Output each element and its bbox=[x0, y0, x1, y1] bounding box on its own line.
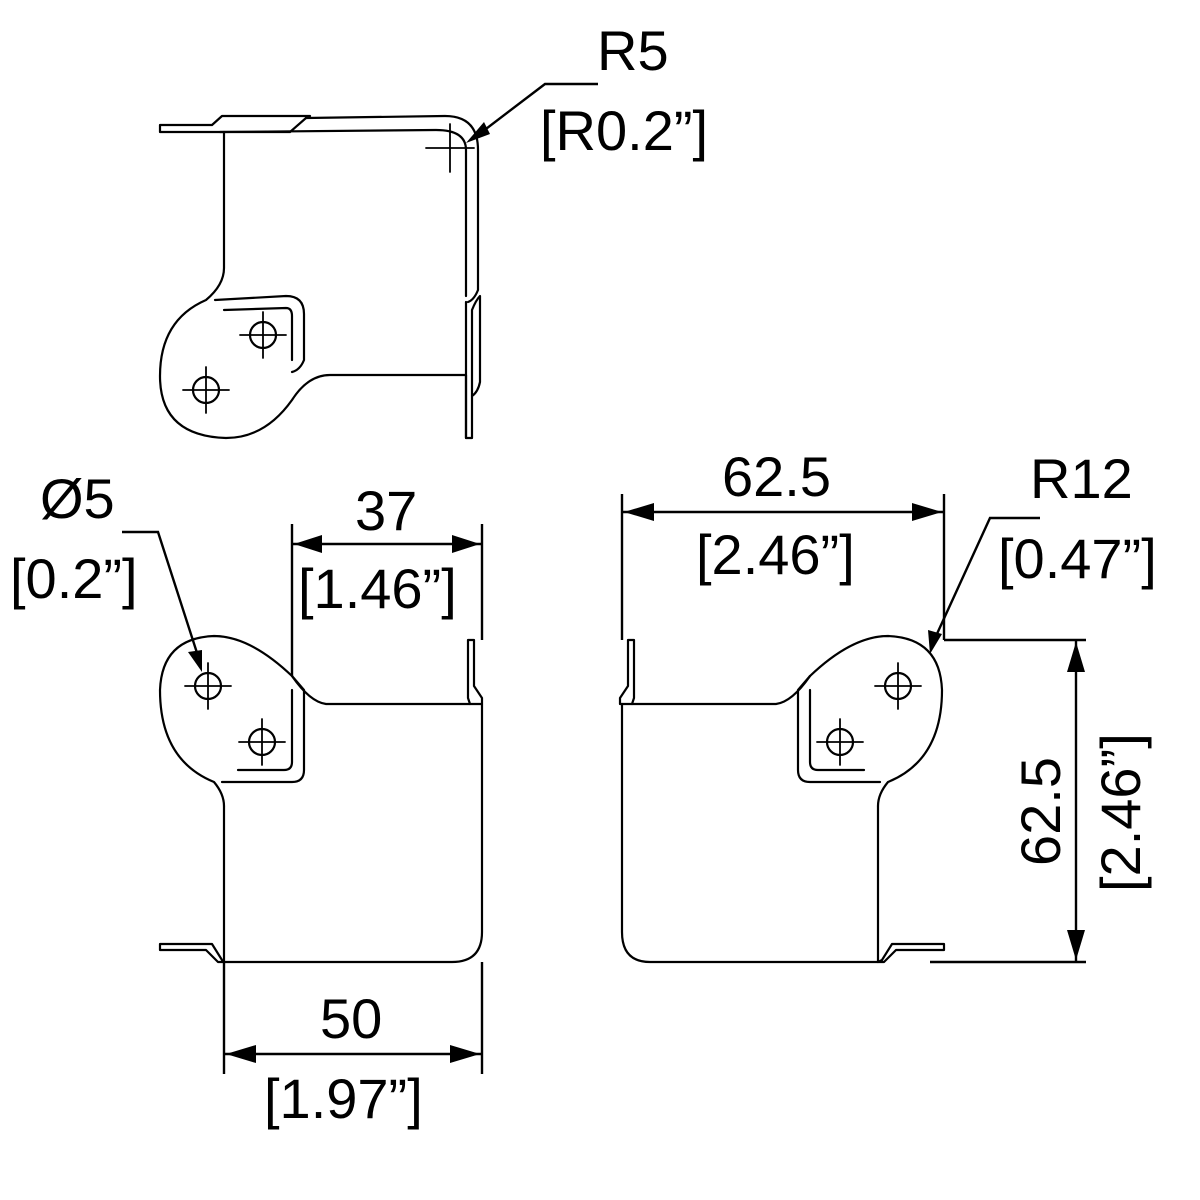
hole-1-icon bbox=[239, 311, 287, 359]
dim-62-vertical bbox=[930, 638, 1086, 964]
radius-large-label: R12 bbox=[1030, 447, 1133, 510]
hole-4-icon bbox=[238, 718, 286, 766]
radius-small-inch-label: [R0.2”] bbox=[540, 99, 708, 162]
hole-6-icon bbox=[816, 718, 864, 766]
front-view-left: Ø5 [0.2”] 37 [1.46”] 50 [1.97”] bbox=[10, 467, 484, 1130]
dia-leader bbox=[122, 530, 202, 672]
hole-diameter-label: Ø5 bbox=[40, 467, 115, 530]
r5-leader bbox=[466, 82, 598, 143]
dim-50 bbox=[222, 962, 484, 1074]
front-view-right: 62.5 [2.46”] R12 [0.47”] 62.5 [2.46”] bbox=[618, 445, 1157, 964]
dim-62-horizontal bbox=[620, 494, 946, 640]
hole-5-icon bbox=[874, 662, 922, 710]
dim-62-horizontal-label: 62.5 bbox=[722, 445, 831, 508]
radius-large-inch-label: [0.47”] bbox=[998, 527, 1157, 590]
radius-small-label: R5 bbox=[597, 19, 669, 82]
top-view: R5 [R0.2”] bbox=[158, 19, 708, 440]
dim-37-label: 37 bbox=[355, 479, 417, 542]
hole-3-icon bbox=[184, 662, 232, 710]
dim-50-label: 50 bbox=[320, 987, 382, 1050]
hole-diameter-inch-label: [0.2”] bbox=[10, 547, 138, 610]
dim-50-inch-label: [1.97”] bbox=[264, 1067, 423, 1130]
hole-2-icon bbox=[182, 366, 230, 414]
dim-62-horizontal-inch-label: [2.46”] bbox=[696, 523, 855, 586]
dim-37 bbox=[290, 524, 484, 676]
dim-62-vertical-inch-label: [2.46”] bbox=[1089, 733, 1152, 892]
dim-37-inch-label: [1.46”] bbox=[298, 557, 457, 620]
dim-62-vertical-label: 62.5 bbox=[1009, 757, 1072, 866]
r12-leader bbox=[928, 516, 1040, 654]
